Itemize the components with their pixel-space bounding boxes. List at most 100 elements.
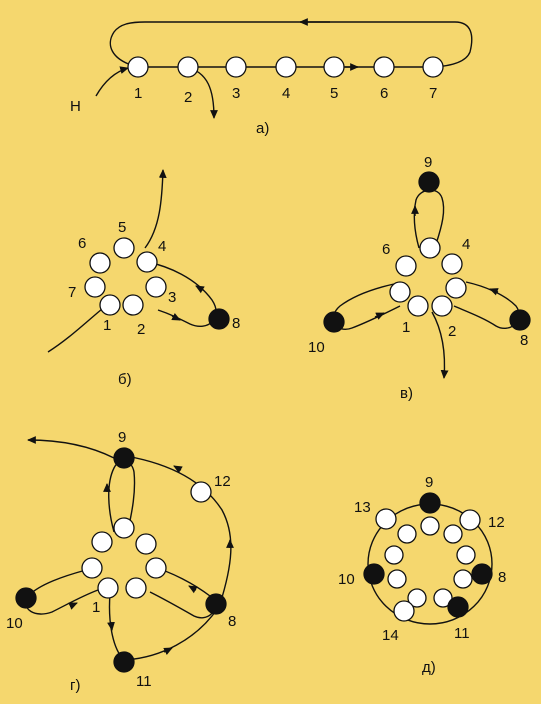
panel-a-bead-label: 4	[282, 85, 290, 102]
panel-b-bead	[84, 276, 106, 298]
panel-g-bead	[135, 533, 157, 555]
panel-a-start-label: Н	[70, 98, 81, 115]
panel-b-bead-label: 3	[168, 289, 176, 306]
panel-v-bead-label: 9	[424, 154, 432, 171]
panel-g-wire-outer-right	[125, 455, 232, 605]
panel-a-bead-label: 6	[380, 85, 388, 102]
panel-d-bead-inner	[397, 524, 417, 544]
panel-g-bead	[145, 557, 167, 579]
panel-v-wire-arrow-3	[374, 312, 385, 320]
panel-g: 1 8 9 10 11 12 г)	[6, 429, 236, 694]
panel-d-bead-black	[471, 563, 493, 585]
panel-a-bead	[373, 56, 395, 78]
panel-g-bead-label: 12	[214, 473, 231, 490]
panel-b-wire-arrow-bot	[171, 312, 181, 321]
panel-d-bead-inner	[407, 588, 427, 608]
panel-b-bead-black	[208, 308, 230, 330]
panel-d: 8 9 10 11 12 13 14 д)	[338, 474, 506, 676]
panel-b-bead	[89, 252, 111, 274]
panel-g-bead-black	[15, 587, 37, 609]
panel-v-bead	[441, 253, 463, 275]
panel-d-bead-label: 11	[454, 625, 470, 642]
panel-g-bead-label: 1	[92, 599, 100, 616]
panel-d-bead-label: 10	[338, 571, 355, 588]
panel-d-bead-inner	[387, 569, 407, 589]
panel-v-bead-label: 4	[462, 236, 470, 253]
panel-v-bead	[431, 295, 453, 317]
panel-v-caption: в)	[400, 385, 413, 402]
panel-a-bead-label: 5	[330, 85, 338, 102]
panel-d-bead-label: 12	[488, 514, 505, 531]
panel-v-bead-label: 2	[448, 323, 456, 340]
panel-g-wire-arrow-5	[163, 647, 173, 656]
panel-g-bead	[125, 577, 147, 599]
panel-a-bead	[177, 56, 199, 78]
panel-d-bead-label: 14	[382, 627, 399, 644]
panel-b-caption: б)	[118, 371, 132, 388]
panel-b-wire-out	[144, 169, 167, 249]
panel-v-bead-label: 1	[402, 319, 410, 336]
panel-g-bead	[190, 481, 212, 503]
panel-b-bead	[99, 294, 121, 316]
panel-v-bead-label: 6	[382, 241, 390, 258]
panel-d-bead-outer	[393, 600, 415, 622]
panel-v: 1 2 4 6 8 9 10 в)	[308, 154, 531, 402]
panel-b-bead	[113, 237, 135, 259]
panel-b-bead-label: 7	[68, 284, 76, 301]
panel-a-bead-label: 1	[134, 85, 142, 102]
panel-v-bead-black	[509, 309, 531, 331]
panel-g-bead-black	[113, 447, 135, 469]
panel-b-bead-label: 4	[158, 238, 166, 255]
panel-v-bead-black	[323, 311, 345, 333]
panel-d-bead-inner	[456, 545, 476, 565]
panel-a-caption: а)	[256, 120, 269, 137]
panel-v-bead	[407, 295, 429, 317]
panel-a-bead	[275, 56, 297, 78]
panel-v-bead	[445, 277, 467, 299]
panel-d-bead-black	[447, 596, 469, 618]
panel-g-bead-label: 10	[6, 615, 23, 632]
panel-b-bead	[136, 251, 158, 273]
panel-b-bead-label: 8	[232, 315, 240, 332]
panel-a-bead-label: 2	[184, 89, 192, 106]
panel-d-bead-inner	[443, 524, 463, 544]
panel-a-wire-start	[95, 66, 129, 97]
panel-d-caption: д)	[422, 659, 436, 676]
panel-a-bead-label: 3	[232, 85, 240, 102]
panel-g-bead	[91, 531, 113, 553]
panel-g-wire-arrow-6	[68, 602, 78, 610]
panel-g-wire-top-exit	[27, 436, 115, 459]
panel-v-wire-out	[431, 311, 449, 379]
panel-v-bead	[419, 237, 441, 259]
panel-d-bead-label: 13	[354, 499, 371, 516]
panel-b-wire-in	[47, 303, 109, 353]
panel-g-bead-label: 8	[228, 613, 236, 630]
panel-d-bead-black	[363, 563, 385, 585]
panel-b-bead-label: 5	[118, 219, 126, 236]
panel-a-bead-label: 7	[429, 85, 437, 102]
panel-d-bead-outer	[459, 509, 481, 531]
panel-b-bead	[122, 294, 144, 316]
panel-g-wire-arrow-7	[188, 585, 198, 594]
panel-g-caption: г)	[70, 677, 80, 694]
panel-a-bead	[127, 56, 149, 78]
panel-a-bead	[225, 56, 247, 78]
panel-b-bead-label: 2	[137, 321, 145, 338]
panel-g-bead	[113, 517, 135, 539]
panel-d-bead-inner	[433, 588, 453, 608]
panel-v-bead	[395, 255, 417, 277]
panel-v-bead-label: 10	[308, 339, 325, 356]
panel-g-wire-arrow-4	[107, 621, 115, 631]
panel-g-bead	[81, 557, 103, 579]
panel-d-bead-black	[419, 492, 441, 514]
panel-a-bead	[323, 56, 345, 78]
panel-b-bead-label: 6	[78, 235, 86, 252]
panel-a-bead	[422, 56, 444, 78]
panel-v-wire-arrow-2	[489, 288, 499, 296]
panel-v-bead-label: 8	[520, 332, 528, 349]
panel-g-bead-label: 11	[136, 673, 152, 690]
panel-a-wire-loop	[109, 21, 473, 68]
panel-v-bead	[389, 281, 411, 303]
panel-d-bead-inner	[384, 545, 404, 565]
